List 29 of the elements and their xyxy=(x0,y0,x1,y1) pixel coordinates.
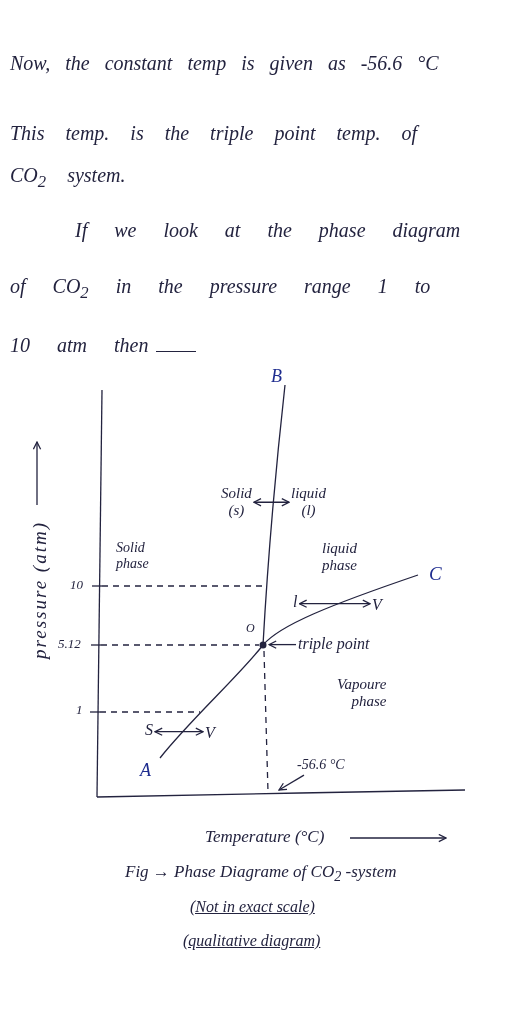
double-arrow xyxy=(298,599,371,608)
callout-text: -56.6 °C xyxy=(297,757,345,774)
phase-symbol: V xyxy=(372,596,382,615)
double-arrow xyxy=(253,498,290,507)
leader-arrow xyxy=(268,640,297,649)
tick-label: 10 xyxy=(70,578,83,593)
point-label: O xyxy=(246,622,255,636)
region-label: Solid phase xyxy=(116,540,149,573)
phase-label: Solid (s) xyxy=(221,485,252,520)
handwritten-note: This temp. is the triple point temp. of CO$_{2}$ system. xyxy=(10,112,470,199)
axis-label: Temperature (°C) xyxy=(205,827,325,847)
phase-label: liquid (l) xyxy=(291,485,326,520)
region-label: liquid phase xyxy=(322,540,357,575)
phase-symbol: V xyxy=(205,724,215,743)
region-label: Vapoure phase xyxy=(337,676,387,711)
phase-symbol: S xyxy=(145,721,153,740)
handwritten-note: Now, the constant temp is given as -56.6 °C xyxy=(10,52,439,75)
curve-end-label: C xyxy=(429,563,442,585)
tick-label: 5.12 xyxy=(58,637,81,652)
caption-note: (Not in exact scale) xyxy=(190,898,315,917)
figure-caption: Fig → Phase Diagrame of CO$_{2}$ -system xyxy=(125,862,397,885)
tick-label: 1 xyxy=(76,703,83,718)
callout-text: triple point xyxy=(298,635,370,654)
phase-symbol: l xyxy=(293,593,298,612)
curve-end-label: A xyxy=(140,760,151,781)
leader-arrow xyxy=(278,774,305,791)
axis-label: pressure (atm) xyxy=(29,521,51,659)
caption-note: (qualitative diagram) xyxy=(183,932,321,951)
double-arrow xyxy=(154,727,204,736)
